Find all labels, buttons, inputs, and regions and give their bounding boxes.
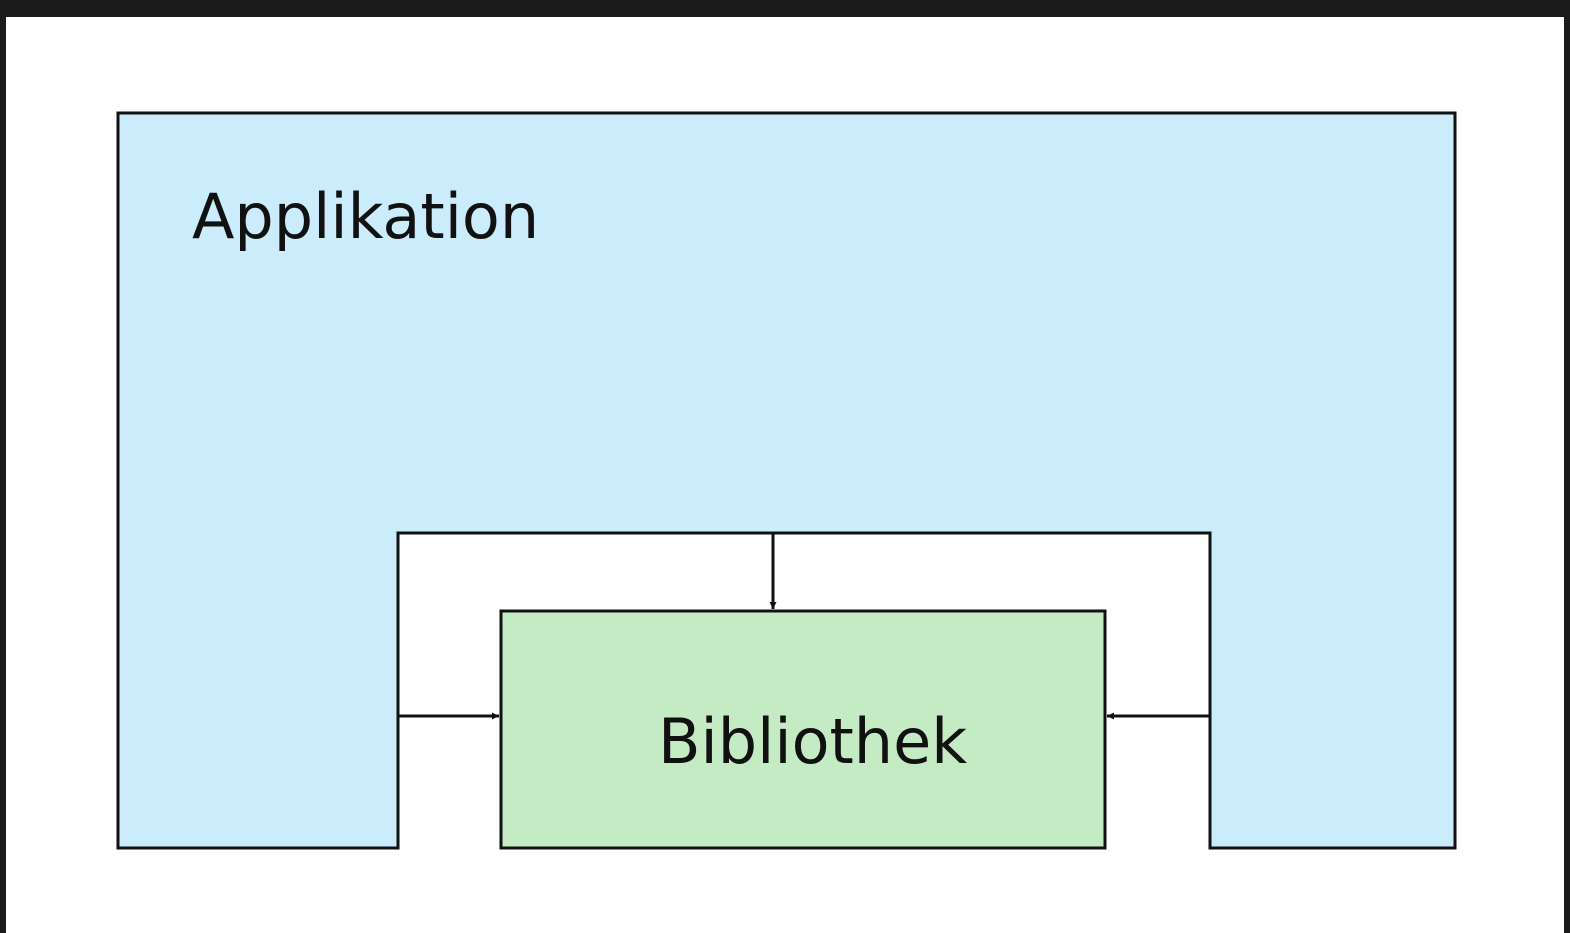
library-box — [499, 609, 1107, 850]
application-region — [116, 111, 1457, 850]
library-label: Bibliothek — [658, 705, 967, 778]
application-label: Applikation — [192, 180, 539, 253]
